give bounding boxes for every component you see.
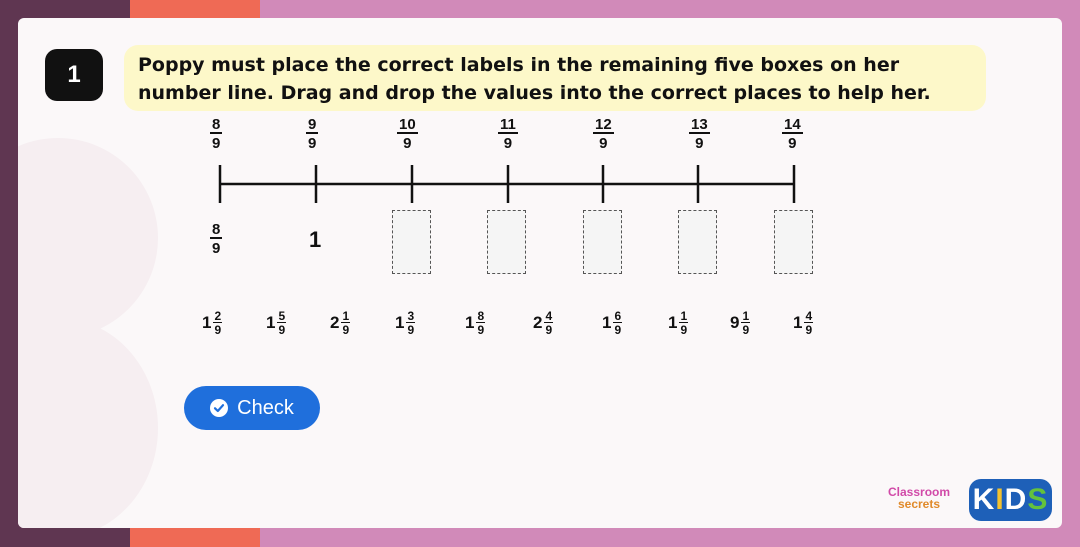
question-card: 1 Poppy must place the correct labels in… — [18, 18, 1062, 528]
question-text-line2: number line. Drag and drop the values in… — [138, 82, 931, 104]
check-button[interactable]: Check — [184, 386, 320, 430]
drop-zone-3[interactable] — [583, 210, 622, 274]
drop-zone-1[interactable] — [392, 210, 431, 274]
kids-logo: K I D S — [969, 479, 1052, 521]
check-button-label: Check — [237, 396, 294, 419]
drop-zone-4[interactable] — [678, 210, 717, 274]
classroom-secrets-logo: Classroom secrets — [888, 485, 951, 511]
question-number-badge: 1 — [45, 49, 103, 101]
question-text-line1: Poppy must place the correct labels in t… — [138, 54, 900, 76]
bottom-label-one: 1 — [309, 227, 322, 252]
checkmark-icon — [210, 399, 229, 417]
drop-zone-2[interactable] — [487, 210, 526, 274]
question-prompt: Poppy must place the correct labels in t… — [124, 45, 986, 111]
drop-zone-5[interactable] — [774, 210, 813, 274]
